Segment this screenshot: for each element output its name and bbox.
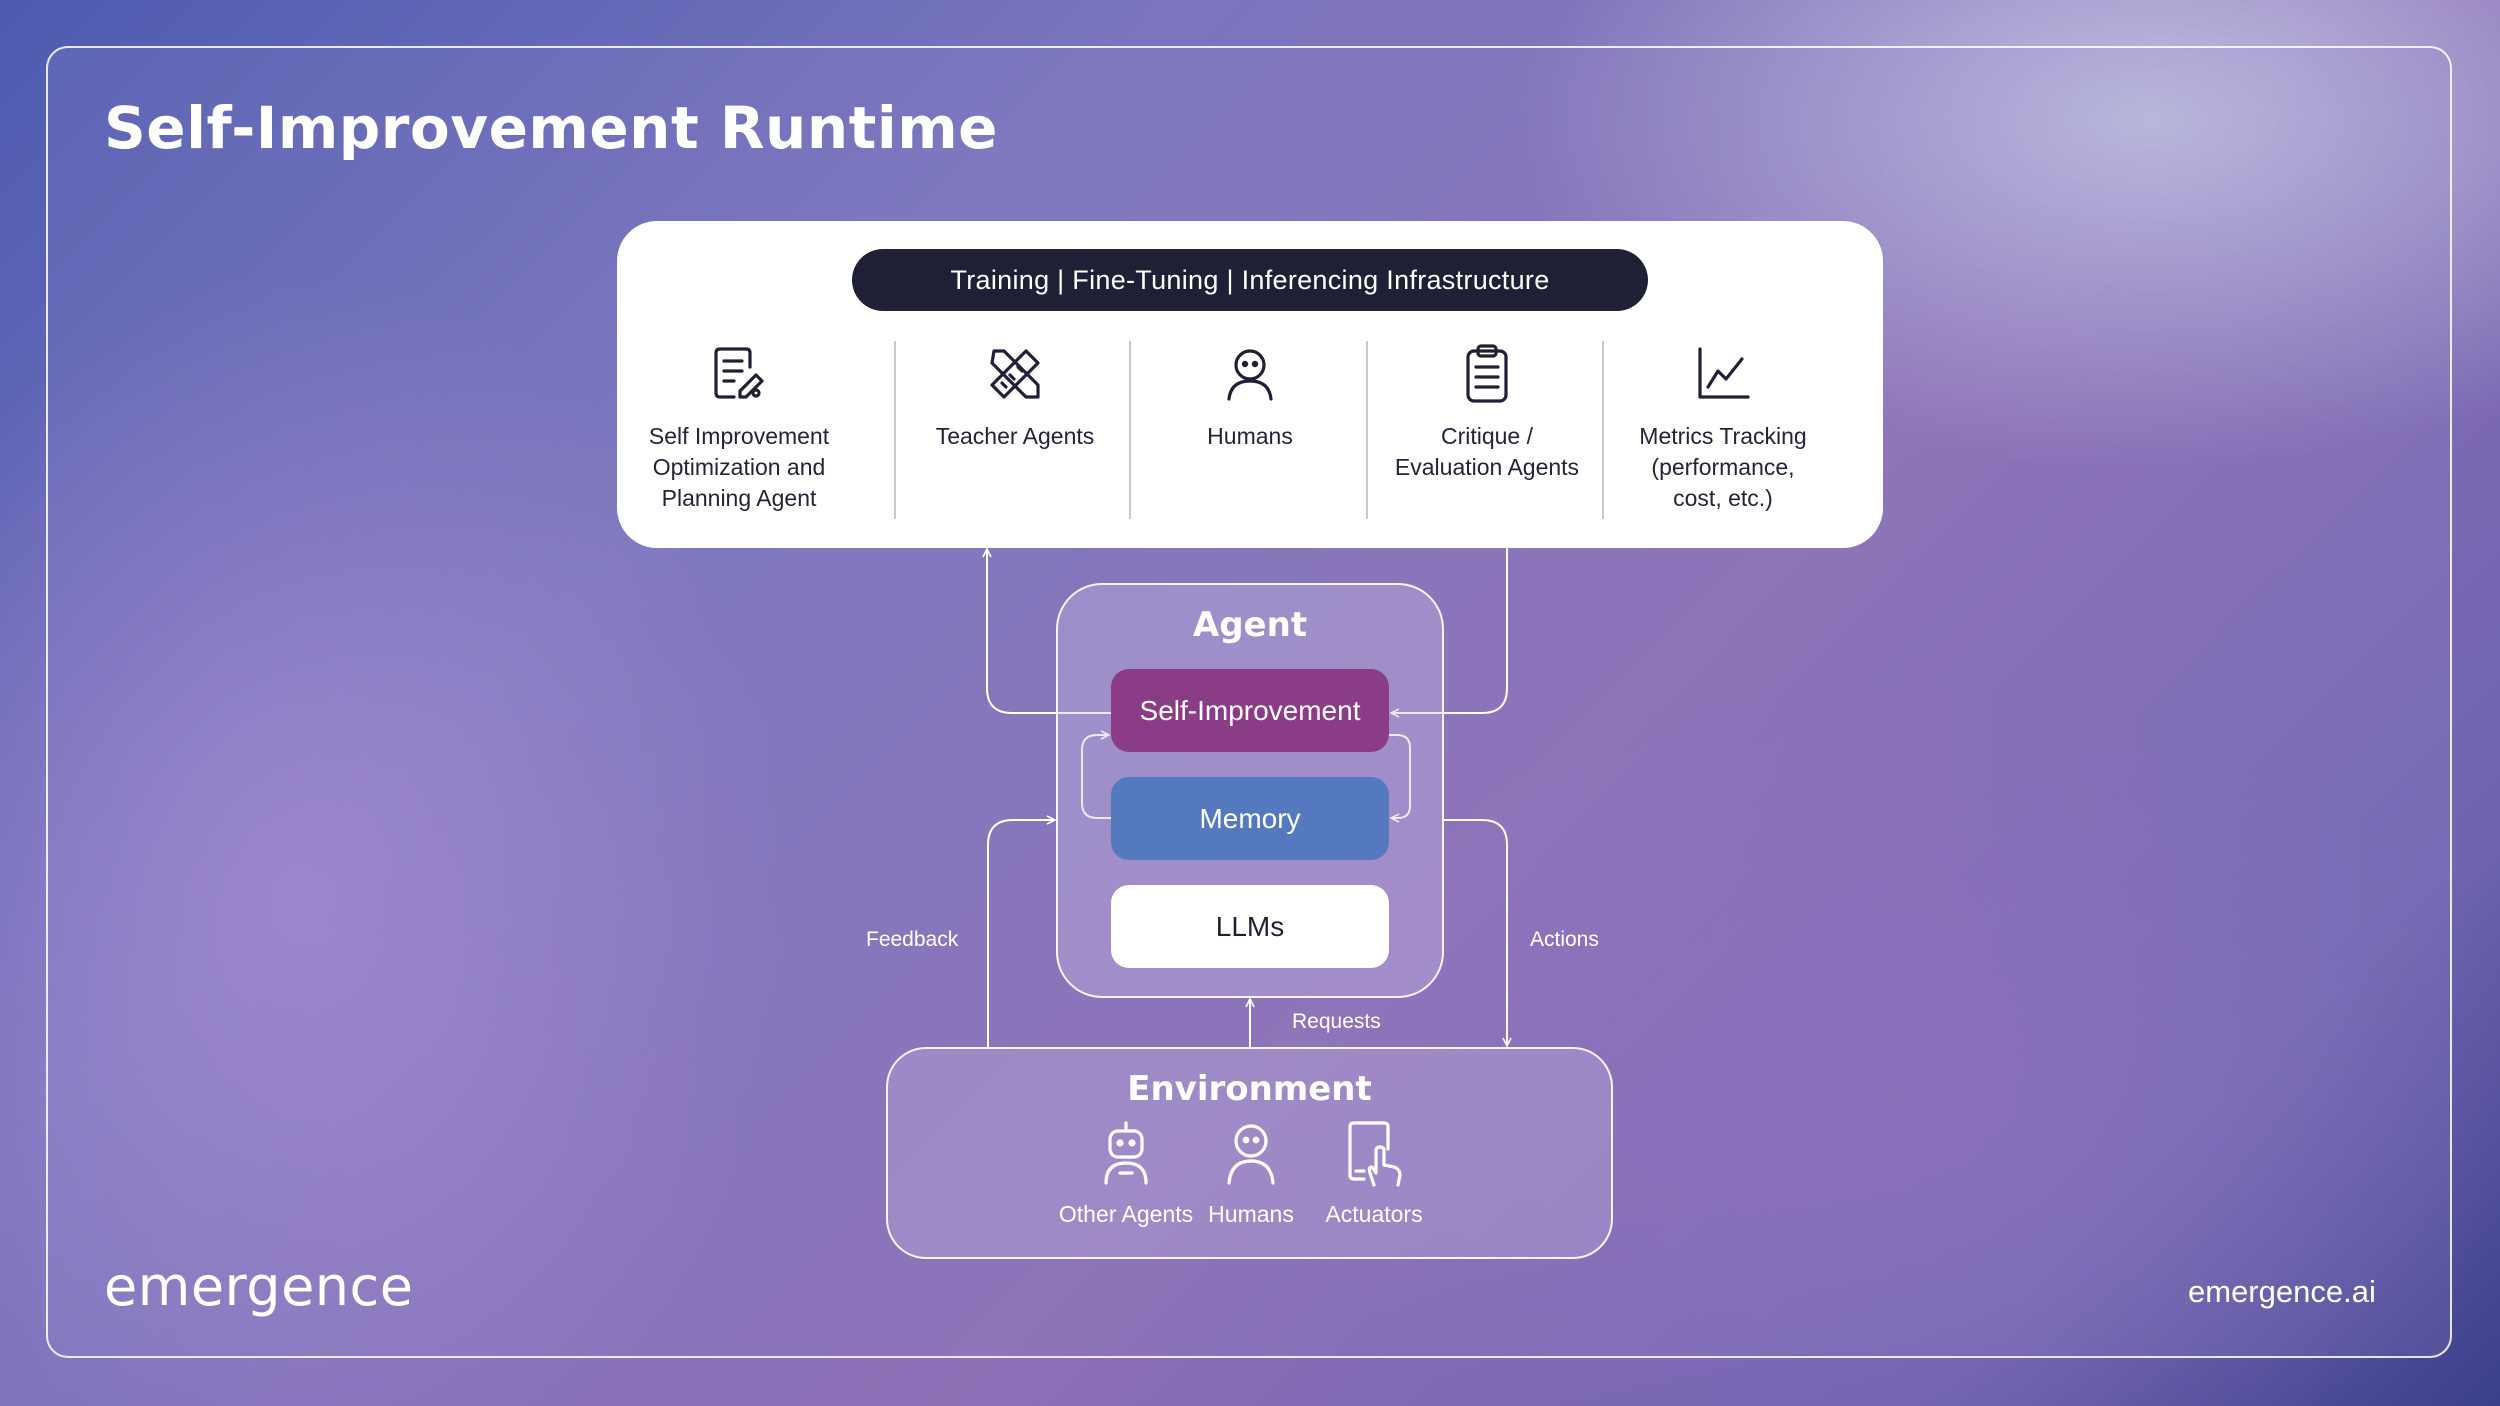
feedback-label: Feedback bbox=[866, 928, 959, 951]
actions-connector bbox=[1444, 819, 1507, 1046]
agent-title: Agent bbox=[1192, 605, 1308, 645]
website-link[interactable]: emergence.ai bbox=[2188, 1274, 2376, 1309]
component-label: Critique / Evaluation Agents bbox=[1394, 423, 1580, 480]
component-label: Self Improvement Optimization and Planni… bbox=[648, 423, 830, 511]
person-icon bbox=[1227, 1124, 1275, 1185]
component-label: Teacher Agents bbox=[935, 423, 1095, 449]
touch-device-icon bbox=[1348, 1121, 1402, 1187]
actions-label: Actions bbox=[1530, 928, 1599, 951]
divider bbox=[1129, 341, 1131, 519]
environment-box: Environment Other Agents Humans Actuator… bbox=[886, 1047, 1613, 1259]
component-humans: Humans bbox=[1132, 341, 1368, 521]
environment-item-other-agents: Other Agents bbox=[1016, 1119, 1236, 1228]
environment-title: Environment bbox=[1127, 1069, 1372, 1109]
component-teacher-agents: Teacher Agents bbox=[897, 341, 1133, 521]
person-icon bbox=[1227, 349, 1273, 401]
component-self-improvement-planning-agent: Self Improvement Optimization and Planni… bbox=[621, 341, 857, 521]
environment-item-label: Humans bbox=[1208, 1201, 1294, 1227]
environment-item-label: Other Agents bbox=[1058, 1201, 1194, 1227]
infrastructure-panel: Training | Fine-Tuning | Inferencing Inf… bbox=[617, 221, 1883, 548]
environment-item-humans: Humans bbox=[1141, 1119, 1361, 1228]
clipboard-icon bbox=[1466, 344, 1508, 403]
divider bbox=[894, 341, 896, 519]
si-to-memory-loop bbox=[1389, 734, 1411, 818]
ruler-pencil-icon bbox=[990, 349, 1040, 399]
infrastructure-banner: Training | Fine-Tuning | Inferencing Inf… bbox=[852, 249, 1648, 311]
component-label: Humans bbox=[1207, 423, 1293, 449]
llms-block: LLMs bbox=[1111, 885, 1389, 968]
si-to-infra-connector bbox=[987, 549, 1111, 714]
robot-icon bbox=[1104, 1121, 1148, 1185]
line-chart-icon bbox=[1698, 347, 1750, 399]
divider bbox=[1602, 341, 1604, 519]
page-title: Self-Improvement Runtime bbox=[104, 94, 999, 162]
infra-to-si-connector bbox=[1391, 548, 1508, 713]
memory-block: Memory bbox=[1111, 777, 1389, 860]
environment-item-label: Actuators bbox=[1325, 1201, 1423, 1227]
document-edit-icon bbox=[714, 347, 764, 399]
component-metrics-tracking: Metrics Tracking (performance, cost, etc… bbox=[1605, 341, 1841, 521]
divider bbox=[1366, 341, 1368, 519]
emergence-logo: emergence bbox=[104, 1255, 414, 1318]
memory-to-si-loop bbox=[1081, 735, 1111, 819]
environment-item-actuators: Actuators bbox=[1264, 1119, 1484, 1228]
component-critique-evaluation-agents: Critique / Evaluation Agents bbox=[1369, 341, 1605, 521]
component-label: Metrics Tracking (performance, cost, etc… bbox=[1639, 423, 1807, 511]
feedback-connector bbox=[987, 820, 1055, 1047]
self-improvement-block: Self-Improvement bbox=[1111, 669, 1389, 752]
requests-label: Requests bbox=[1292, 1010, 1381, 1033]
